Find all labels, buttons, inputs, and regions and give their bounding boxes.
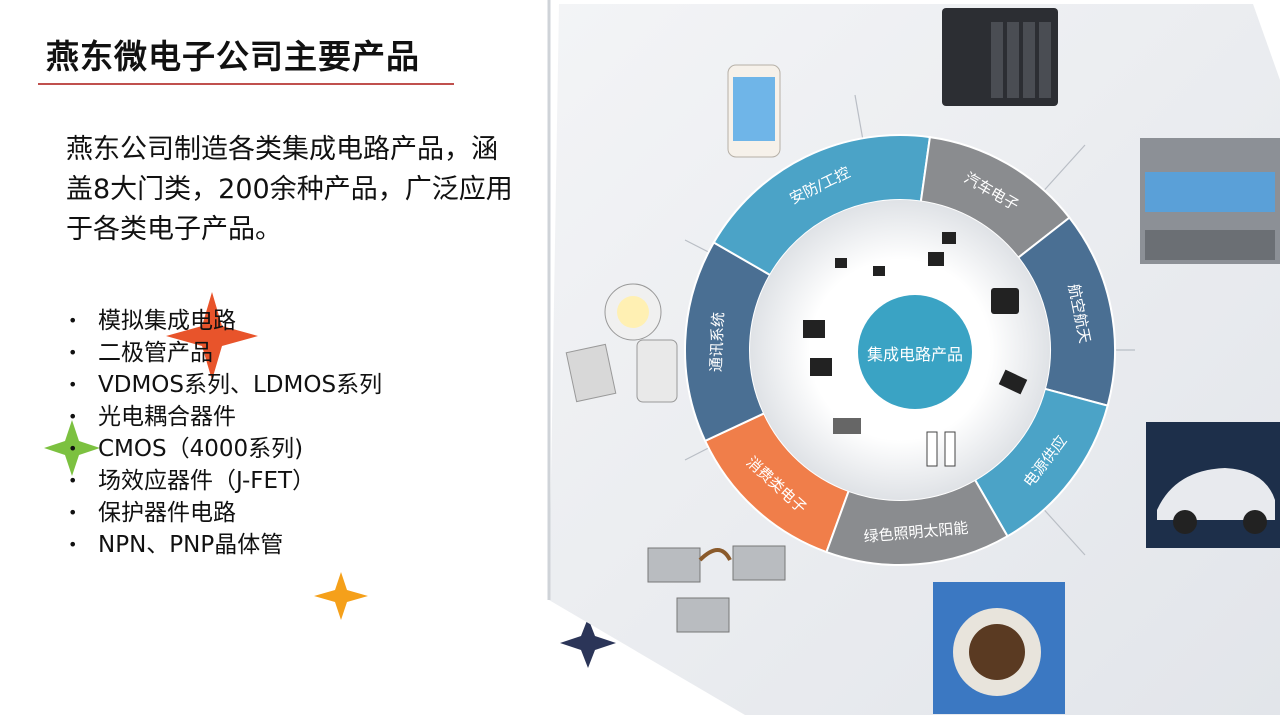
chip-icon xyxy=(803,320,825,338)
chip-icon xyxy=(928,252,944,266)
center-label: 集成电路产品 xyxy=(867,345,963,364)
list-item: • VDMOS系列、LDMOS系列 xyxy=(66,369,382,401)
ring-segment-label: 通讯系统 xyxy=(707,312,728,373)
chip-icon xyxy=(926,431,938,467)
product-list: •模拟集成电路 •二极管产品 •VDMOS系列、LDMOS系列 •光电耦合器件 … xyxy=(66,305,382,561)
star-green-icon xyxy=(44,420,100,476)
list-item: • 场效应器件（J-FET） xyxy=(66,465,382,497)
car-image xyxy=(1146,422,1280,548)
chip-icons xyxy=(803,232,1028,467)
star-orange-icon xyxy=(314,572,368,620)
bullet-icon: • xyxy=(68,471,78,490)
list-item-label: 场效应器件（J-FET） xyxy=(98,468,316,494)
bullet-icon: • xyxy=(68,407,78,426)
bullet-icon: • xyxy=(68,375,78,394)
chip-icon xyxy=(873,266,885,276)
application-diagram: 消费类电子通讯系统安防/工控汽车电子航空航天电源供应绿色照明太阳能 集成电路产品 xyxy=(547,0,1280,715)
bullet-icon: • xyxy=(68,343,78,362)
security-light-image xyxy=(565,283,678,403)
list-item-label: VDMOS系列、LDMOS系列 xyxy=(98,372,383,398)
bullet-icon: • xyxy=(68,311,78,330)
astronaut-image xyxy=(933,582,1065,714)
list-item-label: 保护器件电路 xyxy=(98,500,236,526)
list-item: • CMOS（4000系列) xyxy=(66,433,382,465)
list-item: • 模拟集成电路 xyxy=(66,305,382,337)
smartphone-image xyxy=(727,64,781,158)
application-ring: 消费类电子通讯系统安防/工控汽车电子航空航天电源供应绿色照明太阳能 xyxy=(684,134,1116,566)
list-item: • NPN、PNP晶体管 xyxy=(66,529,382,561)
intro-paragraph: 燕东公司制造各类集成电路产品，涵盖8大门类，200余种产品，广泛应用于各类电子产… xyxy=(66,134,513,245)
center-circle xyxy=(858,295,972,409)
star-navy-icon xyxy=(560,618,616,668)
chip-icon xyxy=(810,358,832,376)
power-supply-image xyxy=(647,545,786,633)
list-item-label: NPN、PNP晶体管 xyxy=(98,532,284,558)
control-room-image xyxy=(1140,138,1280,264)
bullet-icon: • xyxy=(68,503,78,522)
chip-icon xyxy=(991,288,1019,314)
bullet-icon: • xyxy=(68,535,78,554)
title-underline xyxy=(38,83,454,85)
chip-icon xyxy=(833,418,861,434)
list-item: • 光电耦合器件 xyxy=(66,401,382,433)
list-item-label: CMOS（4000系列) xyxy=(98,436,304,462)
list-item: • 保护器件电路 xyxy=(66,497,382,529)
chip-icon xyxy=(944,431,956,467)
chip-icon xyxy=(835,258,847,268)
chip-icon xyxy=(998,369,1028,395)
list-item-label: 模拟集成电路 xyxy=(98,308,236,334)
chip-icon xyxy=(942,232,956,244)
bullet-icon: • xyxy=(68,439,78,458)
list-item-label: 光电耦合器件 xyxy=(98,404,236,430)
list-item-label: 二极管产品 xyxy=(98,340,213,366)
list-item: • 二极管产品 xyxy=(66,337,382,369)
star-red-icon xyxy=(166,292,258,380)
slide-title: 燕东微电子公司主要产品 xyxy=(46,37,420,76)
nas-server-image xyxy=(942,8,1058,106)
